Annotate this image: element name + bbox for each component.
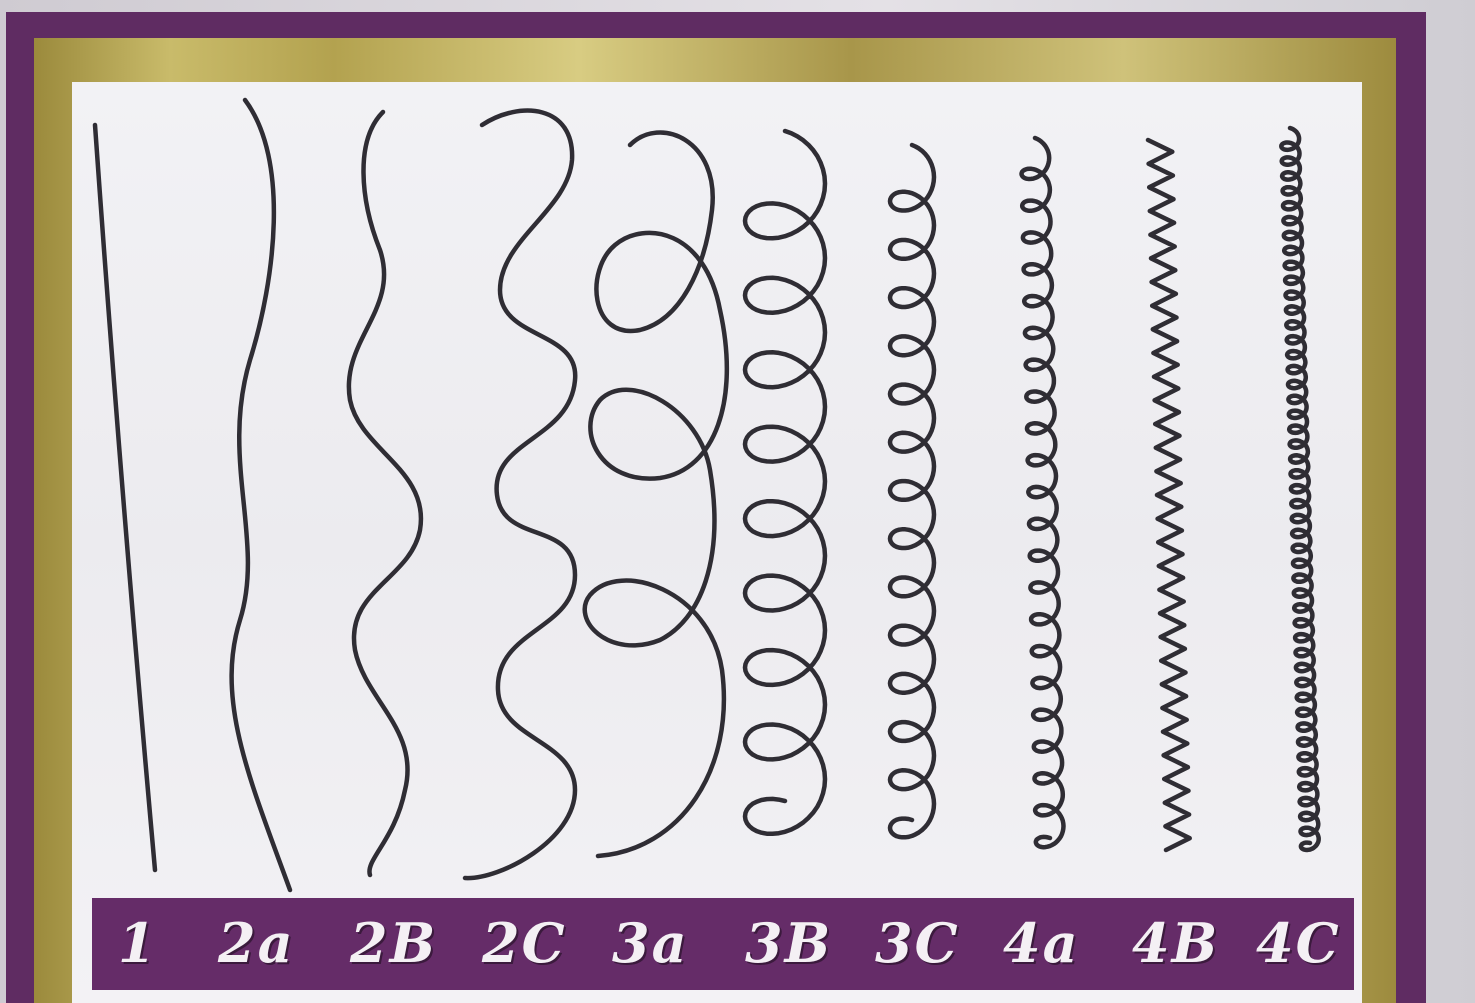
strand-type-4c bbox=[1281, 128, 1318, 850]
strand-type-3a bbox=[585, 133, 727, 856]
type-label-4b: 4B bbox=[1132, 908, 1219, 978]
type-label-4c: 4C bbox=[1256, 908, 1341, 978]
strand-type-2a bbox=[232, 100, 290, 890]
type-label-2c: 2C bbox=[482, 908, 567, 978]
type-label-1: 1 bbox=[118, 908, 158, 978]
type-label-3c: 3C bbox=[875, 908, 960, 978]
type-label-2b: 2B bbox=[350, 908, 437, 978]
strand-type-4a bbox=[1022, 138, 1064, 847]
type-label-3b: 3B bbox=[745, 908, 832, 978]
type-label-4a: 4a bbox=[1003, 908, 1080, 978]
strand-type-2b bbox=[349, 112, 421, 875]
type-label-2a: 2a bbox=[218, 908, 295, 978]
strand-type-3c bbox=[890, 145, 934, 837]
strand-type-1 bbox=[95, 125, 155, 870]
strand-type-4b bbox=[1148, 140, 1190, 850]
strand-type-2c bbox=[465, 111, 575, 878]
strand-type-3b bbox=[745, 131, 825, 834]
type-label-3a: 3a bbox=[612, 908, 689, 978]
